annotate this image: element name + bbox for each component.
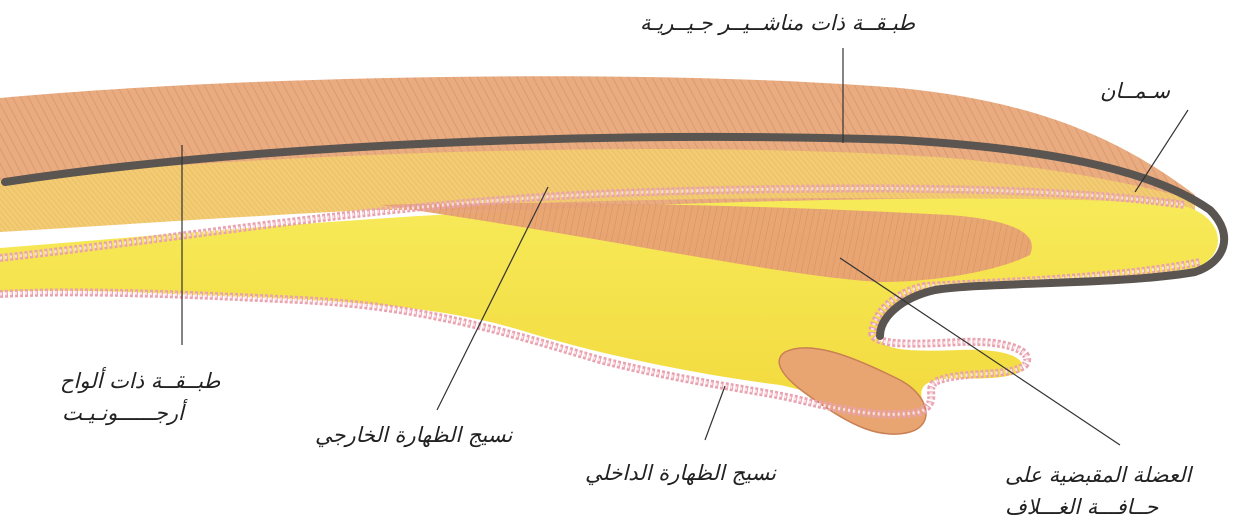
label-retractor-muscle-line2: حــافـــة الغـــلاف [1005, 494, 1158, 520]
label-retractor-muscle-line1: العضلة المقبضية على [1005, 462, 1191, 488]
label-periostracum: سـمــان [1100, 78, 1170, 104]
label-prismatic-layer: طبـقــة ذات مناشــيــر جـيــريـة [640, 10, 915, 36]
label-inner-epithelium: نسيج الظهارة الداخلي [585, 460, 776, 486]
label-argonite-line2: أرجــــــونـيـت [62, 400, 184, 426]
label-argonite-line1: طبــقــة ذات ألواح [60, 368, 220, 394]
label-outer-epithelium: نسيج الظهارة الخارجي [315, 422, 512, 448]
